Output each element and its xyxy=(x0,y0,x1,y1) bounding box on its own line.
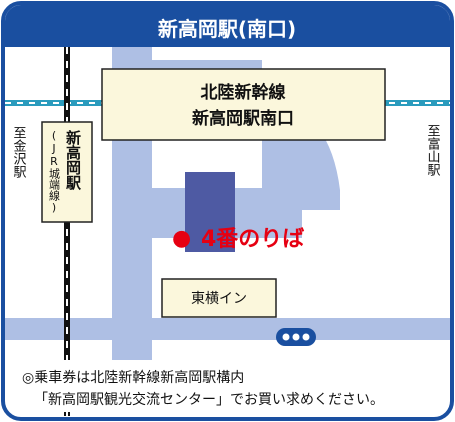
shinkansen-station-line1: 北陸新幹線 xyxy=(201,82,286,103)
bus-symbol-icon xyxy=(276,328,316,346)
jr-station-name: 新高岡駅 xyxy=(64,129,82,191)
hotel-box xyxy=(161,278,277,318)
title-bar xyxy=(5,5,450,47)
platform-block xyxy=(185,172,235,252)
direction-right: 至富山駅 xyxy=(425,124,441,177)
note-line1: ◎乗車券は北陸新幹線新高岡駅構内 xyxy=(22,369,244,386)
road-lower-horizontal xyxy=(5,318,450,340)
note-line2: 「新高岡駅観光交流センター」でお買い求めください。 xyxy=(34,391,384,408)
road-curve-shape xyxy=(262,128,340,210)
page-title: 新高岡駅(南口) xyxy=(158,17,296,41)
bus-stop-label: 4番のりば xyxy=(201,227,304,252)
jr-station-box xyxy=(41,121,93,223)
jr-station-line: (JR城端線) xyxy=(48,129,61,214)
direction-left: 至金沢駅 xyxy=(11,126,27,179)
note-background xyxy=(20,360,438,412)
shinkansen-station-line2: 新高岡駅南口 xyxy=(192,108,294,129)
bus-stop-marker: ● xyxy=(172,226,191,251)
hotel-label: 東横イン xyxy=(191,291,247,307)
shinkansen-station-box xyxy=(101,68,386,141)
